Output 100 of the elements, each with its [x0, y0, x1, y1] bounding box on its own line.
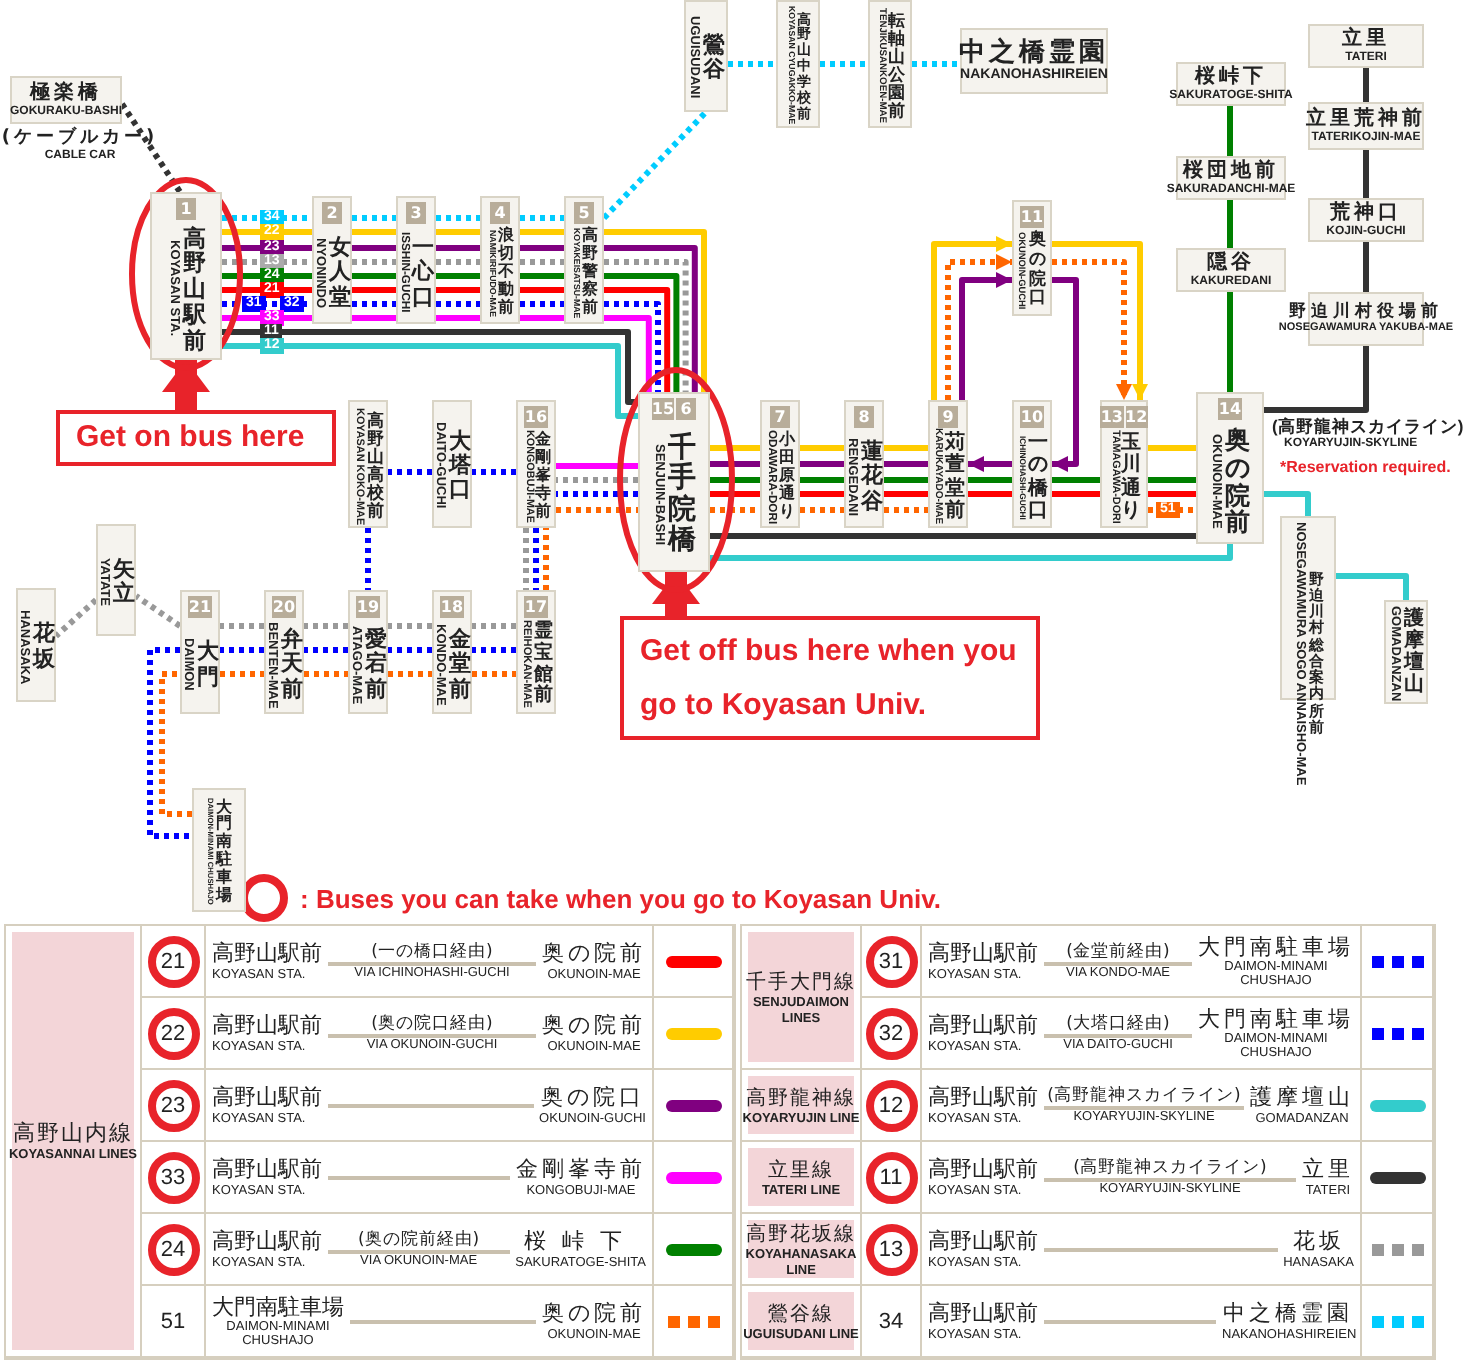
route-line	[222, 259, 312, 265]
route-line	[222, 215, 312, 221]
bus-stop-box	[192, 788, 246, 912]
route-line	[352, 301, 396, 307]
route-line	[543, 528, 549, 590]
route-line	[520, 245, 564, 251]
bus-stop-box	[312, 196, 352, 324]
route-line	[472, 623, 516, 629]
circled-route-number: 12	[865, 1079, 917, 1131]
stop-name: 大門南駐車場	[216, 799, 233, 904]
stop-number: 18	[440, 596, 464, 618]
stop-name: 一心口	[412, 236, 435, 310]
stop-number: 5	[574, 202, 594, 224]
route-line	[556, 477, 638, 483]
route-line	[352, 215, 396, 221]
bus-stop-box	[844, 400, 884, 528]
bus-stop-box	[150, 192, 222, 360]
route-line	[520, 315, 564, 321]
bus-stop-box	[432, 590, 472, 714]
route-line	[352, 259, 396, 265]
via-note: (奥の院口経由)	[371, 1013, 493, 1035]
route-line	[520, 229, 564, 235]
route-line	[220, 623, 264, 629]
route-line	[1052, 491, 1100, 497]
route-line	[1052, 241, 1148, 400]
bus-stop-box	[348, 590, 388, 714]
via-note: (大塔口経由)	[1066, 1013, 1170, 1035]
route-line	[352, 287, 396, 293]
route-line	[800, 477, 844, 483]
bus-stop-box	[516, 400, 556, 528]
route-line	[1363, 150, 1369, 198]
route-line	[54, 597, 98, 639]
route-line	[352, 245, 396, 251]
line-name: 鶯谷線	[768, 1301, 834, 1328]
via-note: (高野龍神スカイライン)	[1073, 1157, 1267, 1179]
pointer-arrow	[652, 572, 700, 616]
stop-name: 浪切不動前	[497, 228, 514, 318]
destination-stop: 立里	[1302, 1156, 1354, 1184]
route-line	[352, 315, 396, 321]
destination-stop: 大門南駐車場	[1198, 1005, 1354, 1032]
route-line	[820, 61, 868, 67]
bus-stop-box	[928, 400, 968, 528]
bus-stop-box	[396, 196, 436, 324]
bus-stop-box	[264, 590, 304, 714]
origin-stop: 高野山駅前	[212, 940, 322, 968]
stop-number: 21	[188, 596, 212, 618]
origin-stop: 高野山駅前	[928, 1156, 1038, 1184]
route-line	[520, 215, 564, 221]
route-line	[968, 456, 1012, 472]
stop-label: (ケーブルカー)	[1, 128, 159, 149]
bus-stop-box	[638, 392, 710, 572]
bus-stop-box	[96, 524, 136, 636]
route-line	[1052, 277, 1079, 472]
route-line	[304, 623, 348, 629]
stop-number: 4	[490, 202, 510, 224]
destination-stop: 奥の院前	[542, 1012, 646, 1040]
stop-name: 極楽橋	[30, 81, 102, 105]
circled-route-number: 32	[865, 1007, 917, 1059]
stop-name: 立里荒神前	[1306, 107, 1426, 131]
route-line	[523, 528, 529, 590]
route-line	[604, 245, 698, 392]
destination-stop: 花坂	[1292, 1228, 1345, 1256]
destination-stop: 奥の院前	[542, 940, 646, 968]
route-line	[388, 623, 432, 629]
route-line	[220, 647, 264, 653]
stop-number: 12	[1125, 406, 1148, 428]
origin-stop: 高野山駅前	[212, 1156, 322, 1184]
route-line	[710, 461, 760, 467]
stop-name: 中之橋霊園	[959, 37, 1109, 68]
destination-stop: 金剛峯寺前	[516, 1156, 646, 1184]
bus-stop-box	[1308, 102, 1424, 150]
stop-name: 大塔口	[449, 429, 472, 503]
legend-text: : Buses you can take when you go to Koyasan Univ.	[300, 883, 941, 913]
route-line	[931, 236, 1012, 400]
note: *Reservation required.	[1280, 458, 1451, 476]
stop-number: 11	[1020, 206, 1044, 228]
route-line	[1363, 242, 1369, 292]
route-line	[222, 329, 638, 405]
route-line	[1363, 68, 1369, 102]
via-note: (高野龍神スカイライン)	[1047, 1085, 1241, 1107]
stop-number: 13	[1100, 406, 1123, 428]
stop-name: 荒神口	[1330, 201, 1402, 225]
origin-stop: 高野山駅前	[928, 1084, 1038, 1112]
route-line	[884, 445, 928, 451]
stop-name: 大門	[197, 640, 220, 690]
route-line	[520, 301, 564, 307]
bus-stop-box	[348, 400, 388, 528]
stop-number: 8	[854, 406, 874, 428]
stop-name: 愛宕前	[365, 628, 388, 702]
route-line	[388, 469, 432, 475]
stop-number: 20	[272, 596, 296, 618]
bus-stop-box	[16, 588, 56, 702]
destination-stop: 護摩壇山	[1250, 1084, 1354, 1112]
callout-text: Get on bus here	[76, 418, 305, 458]
line-name: 高野龍神線	[746, 1085, 856, 1112]
bus-stop-box	[1308, 24, 1424, 68]
route-line	[968, 491, 1012, 497]
route-line	[1227, 106, 1233, 156]
route-line	[436, 315, 480, 321]
bus-stop-box	[10, 76, 122, 124]
